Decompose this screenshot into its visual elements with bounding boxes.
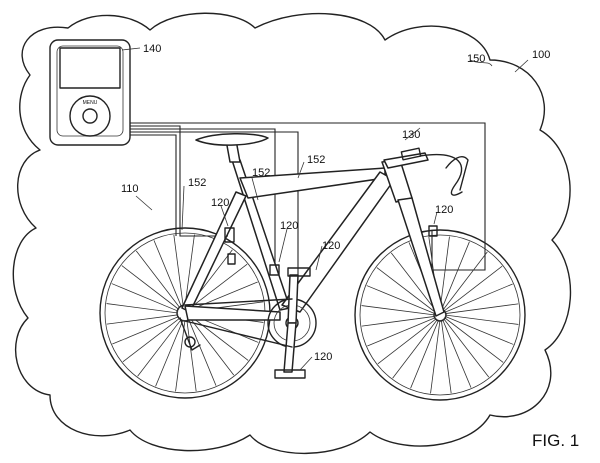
crankset — [179, 267, 317, 379]
wheel-spoke — [392, 319, 438, 379]
wheel-spoke — [444, 314, 519, 325]
wheel-spoke — [430, 319, 441, 394]
wheel-spoke — [189, 263, 248, 309]
network-cloud — [12, 12, 572, 455]
wheel-spoke — [442, 251, 488, 311]
ref-sensor-mid: 120 — [322, 240, 340, 252]
ref-sensor-front: 120 — [435, 204, 453, 216]
ref-sensor-bottom: 120 — [314, 351, 332, 363]
sensor-seat — [224, 227, 235, 243]
wheel-spoke — [106, 314, 179, 325]
wheel-spoke — [443, 318, 490, 378]
ref-wire-right: 152 — [307, 154, 325, 166]
ref-sensor-pedal-top: 120 — [280, 220, 298, 232]
front-wheel — [354, 229, 526, 401]
wheel-spoke — [377, 318, 437, 365]
wheel-spoke — [390, 252, 437, 312]
wheel-spoke — [439, 236, 450, 311]
wheel-spoke — [175, 319, 186, 392]
svg-text:MENU: MENU — [83, 100, 98, 106]
wheel-spoke — [361, 305, 436, 316]
wheel-spoke — [361, 315, 436, 327]
wheel-spoke — [135, 250, 181, 309]
ref-network-cloud: 150 — [467, 53, 485, 65]
wheel-spoke — [121, 265, 180, 310]
figure-label: FIG. 1 — [532, 431, 579, 450]
ref-display-mount: 130 — [402, 129, 420, 141]
wheel-spoke — [376, 267, 436, 313]
wheel-spoke — [444, 283, 513, 313]
wheel-spoke — [155, 319, 184, 387]
wheel-spoke — [444, 303, 519, 315]
ref-bicycle: 110 — [121, 183, 139, 195]
wheel-spoke — [189, 317, 235, 376]
wire-bundle — [130, 122, 486, 285]
wheel-spoke — [440, 241, 470, 311]
sensor-front — [428, 225, 438, 237]
wheel-spoke — [366, 285, 436, 315]
wheel-spoke — [190, 281, 258, 310]
wheel-spoke — [184, 234, 195, 307]
media-player-icon: MENU — [49, 39, 131, 146]
sensor-frame-left — [227, 253, 236, 265]
wheel-spoke — [444, 317, 504, 363]
wheel-spoke — [111, 283, 179, 312]
wheel-spoke — [106, 303, 179, 314]
ref-wire-mid: 152 — [252, 167, 270, 179]
wheel-spoke — [173, 234, 184, 307]
wheel-spoke — [442, 319, 472, 388]
leader-lines — [121, 47, 529, 371]
sensor-top — [269, 264, 280, 276]
ref-media-player: 140 — [143, 43, 161, 55]
wheel-spoke — [153, 240, 182, 308]
wheel-spoke — [444, 315, 514, 345]
wheel-spoke — [443, 265, 503, 312]
wheel-spoke — [190, 316, 249, 361]
ref-system: 100 — [532, 49, 550, 61]
wheel-spoke — [188, 318, 217, 386]
wheel-spoke — [122, 317, 181, 363]
ref-sensor-seat: 120 — [211, 197, 229, 209]
ref-wire-left: 152 — [188, 177, 206, 189]
wheel-spoke — [410, 319, 440, 389]
wheel-spoke — [137, 318, 182, 377]
wheel-spoke — [440, 319, 452, 394]
wheel-spoke — [112, 316, 180, 345]
wheel-spoke — [186, 319, 197, 392]
bicycle-frame — [181, 132, 469, 321]
wheel-spoke — [367, 317, 436, 347]
